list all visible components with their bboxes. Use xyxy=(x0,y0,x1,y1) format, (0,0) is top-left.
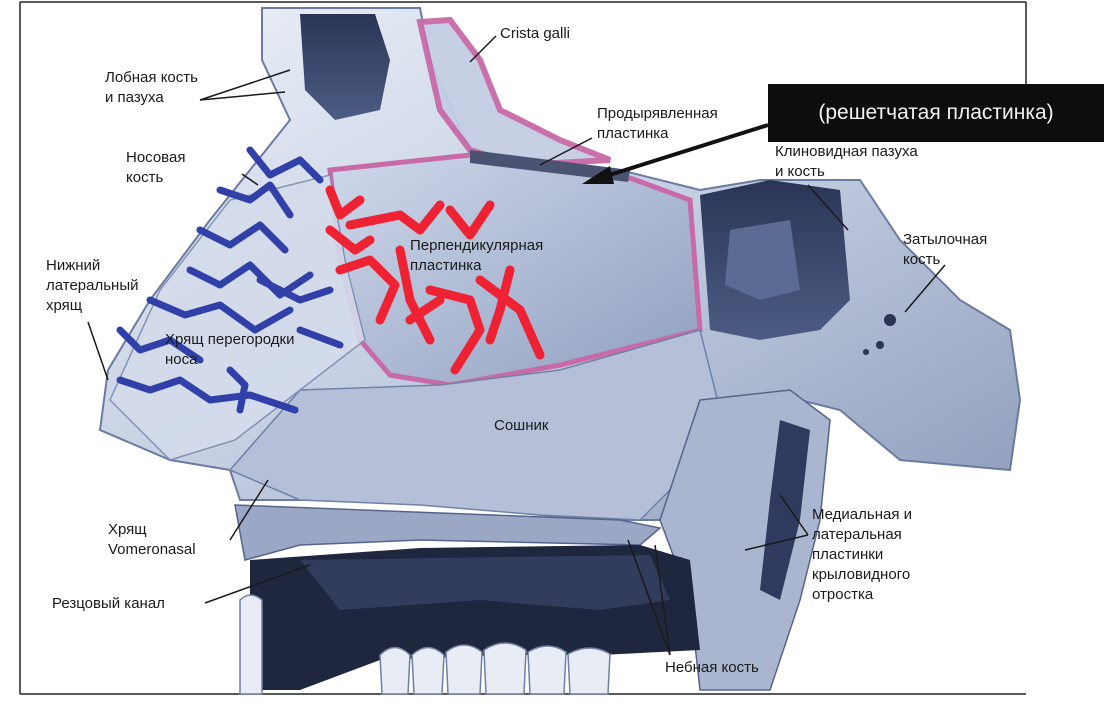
label-perforated-plate: Продырявленная пластинка xyxy=(597,104,718,144)
label-septal-cartilage: Хрящ перегородки носа xyxy=(165,330,295,370)
label-perpendicular-plate: Перпендикулярная пластинка xyxy=(410,236,543,276)
label-lower-lateral-cartilage: Нижний латеральный хрящ xyxy=(46,256,139,316)
label-frontal-bone: Лобная кость и пазуха xyxy=(105,68,198,108)
label-nasal-bone: Носовая кость xyxy=(126,148,185,188)
label-pterygoid-plates: Медиальная и латеральная пластинки крыло… xyxy=(812,505,912,605)
label-incisive-canal: Резцовый канал xyxy=(52,594,165,614)
label-crista-galli: Crista galli xyxy=(500,24,570,44)
label-vomeronasal-cartilage: Хрящ Vomeronasal xyxy=(108,520,196,560)
label-palatine-bone: Небная кость xyxy=(665,658,759,678)
cribriform-callout: (решетчатая пластинка) xyxy=(768,84,1104,142)
label-vomer: Сошник xyxy=(494,416,548,436)
label-sphenoid: Клиновидная пазуха и кость xyxy=(775,142,918,182)
label-occipital-bone: Затылочная кость xyxy=(903,230,987,270)
